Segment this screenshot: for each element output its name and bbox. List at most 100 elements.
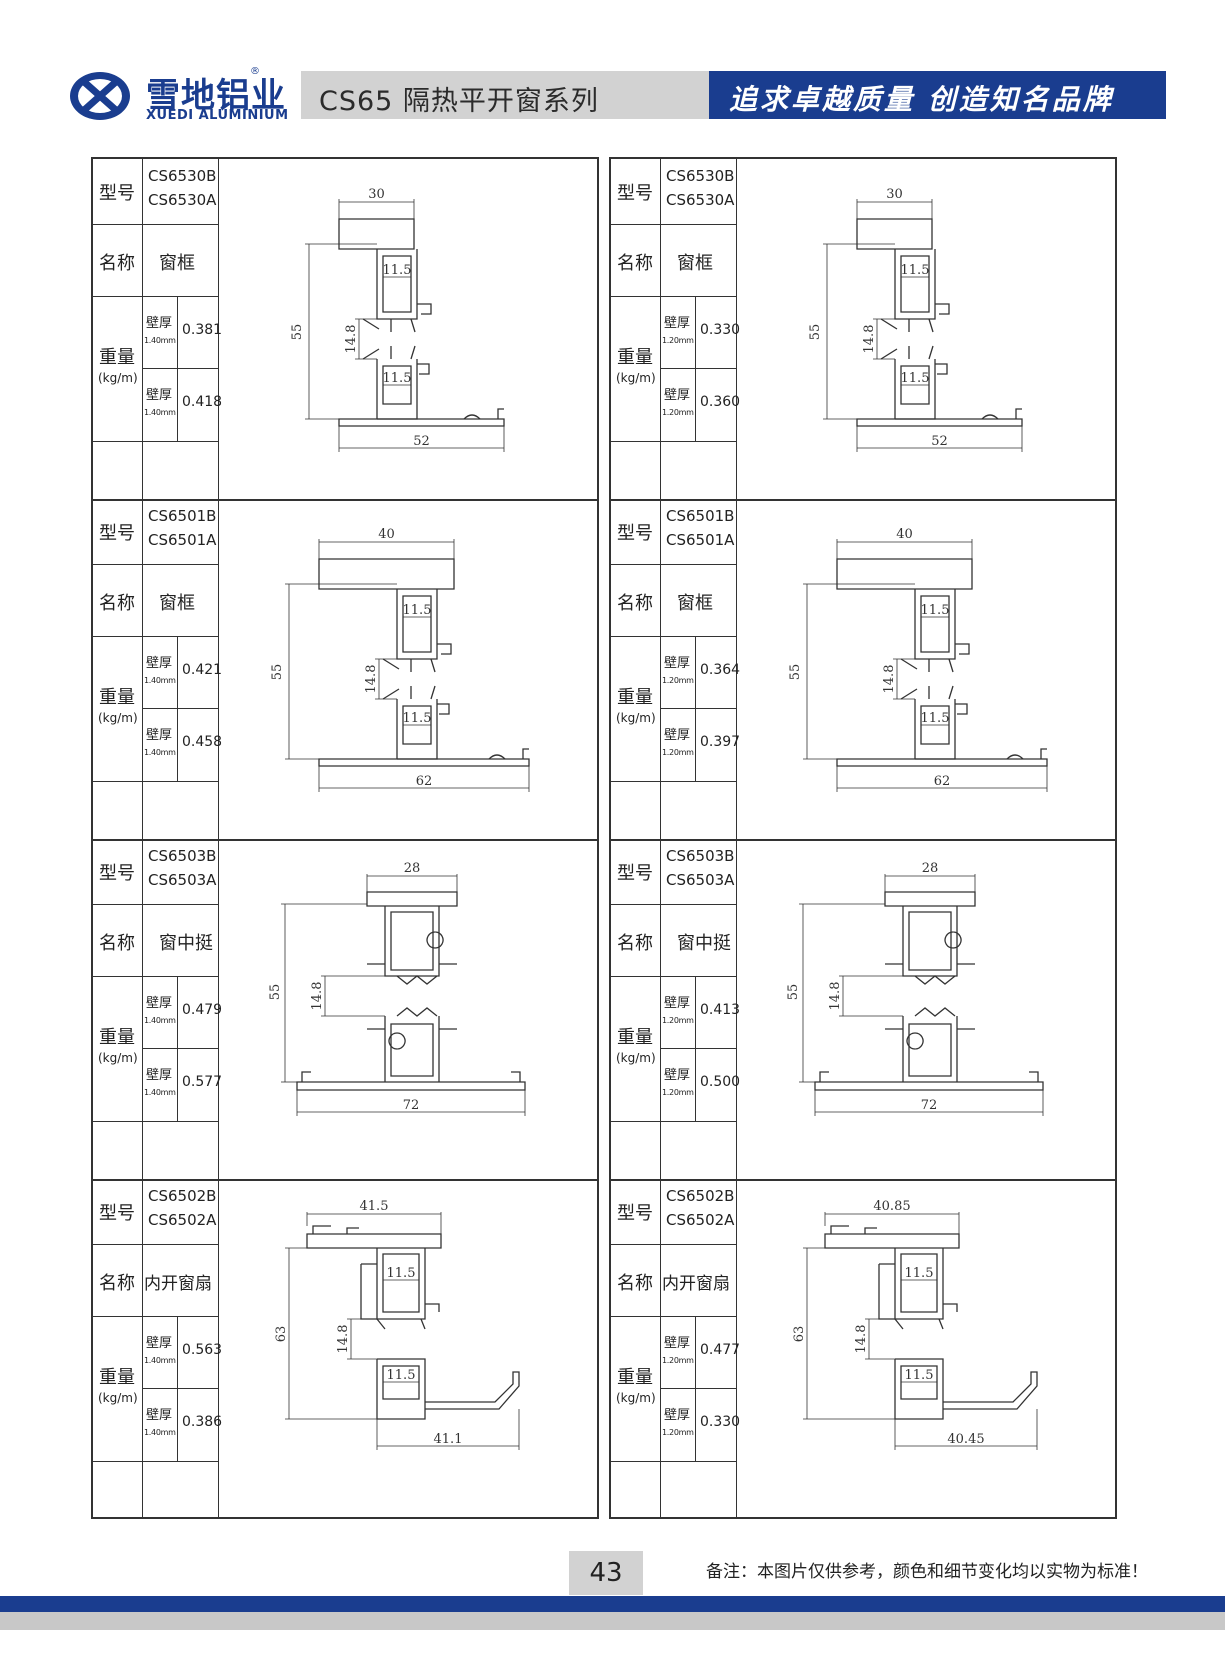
dim-top-label: 30: [886, 187, 903, 202]
wall-thickness-label: 壁厚: [664, 996, 691, 1011]
model-b: CS6501B: [148, 507, 217, 525]
profile-outline: [396, 589, 438, 660]
table-row-line: [611, 636, 737, 637]
table-row-line: [93, 1316, 219, 1317]
dim-height-label: 55: [786, 984, 801, 1001]
model-a: CS6503A: [666, 871, 735, 889]
wall-thickness-label: 壁厚: [664, 656, 691, 671]
profile-outline: [376, 249, 418, 320]
weight-unit: (kg/m): [98, 1051, 138, 1065]
weight-value: 0.479: [182, 1002, 223, 1018]
weight-value: 0.381: [182, 322, 223, 338]
table-row-line: [611, 1316, 737, 1317]
dim-chamber-top-label: 11.5: [901, 263, 930, 278]
dim-bottom-label: 52: [413, 434, 430, 449]
weight-unit: (kg/m): [98, 371, 138, 385]
profile-outline: [318, 758, 530, 767]
table-col-line: [177, 636, 178, 781]
dim-bottom-label: 72: [921, 1098, 938, 1113]
model-label: 型号: [617, 183, 653, 204]
row-divider: [609, 499, 1117, 501]
profile-outline: [880, 345, 948, 375]
weight-label: 重量: [617, 347, 653, 368]
model-label: 型号: [99, 523, 135, 544]
profile-outline: [390, 1023, 434, 1077]
model-a: CS6502A: [148, 1211, 217, 1229]
name-label: 名称: [99, 593, 135, 614]
table-row-line: [611, 1461, 737, 1462]
dim-height-label: 63: [274, 1326, 289, 1343]
dim-gap-label: 14.8: [336, 1325, 351, 1354]
footer-note: 备注：本图片仅供参考，颜色和细节变化均以实物为标准！: [706, 1562, 1148, 1582]
profile-outline: [301, 1071, 521, 1082]
profile-outline: [819, 1071, 1039, 1082]
profile-outline: [885, 1007, 975, 1030]
weight-value: 0.413: [700, 1002, 741, 1018]
weight-value: 0.418: [182, 394, 223, 410]
dim-top-label: 40.85: [873, 1199, 910, 1214]
dim-chamber-bottom-label: 11.5: [387, 1368, 416, 1383]
model-b: CS6502B: [666, 1187, 735, 1205]
profile-outline: [981, 408, 1022, 420]
model-b: CS6503B: [148, 847, 217, 865]
profile-outline: [376, 1358, 426, 1420]
wall-thickness-label: 壁厚: [146, 656, 173, 671]
profile-name: 窗框: [159, 593, 195, 614]
profile-outline: [367, 1007, 457, 1030]
dim-chamber-bottom-label: 11.5: [383, 371, 412, 386]
table-col-line: [695, 636, 696, 781]
dim-chamber-top-label: 11.5: [905, 1266, 934, 1281]
name-label: 名称: [617, 933, 653, 954]
weight-value: 0.364: [700, 662, 741, 678]
weight-label: 重量: [99, 1367, 135, 1388]
dim-gap-label: 14.8: [862, 325, 877, 354]
wall-thickness-label: 壁厚: [146, 1068, 173, 1083]
profile-outline: [830, 1225, 877, 1234]
wall-thickness-label: 壁厚: [664, 316, 691, 331]
dim-height-label: 63: [792, 1326, 807, 1343]
profile-outline: [906, 1032, 924, 1050]
profile-name: 窗框: [677, 593, 713, 614]
table-row-line: [611, 564, 737, 565]
name-label: 名称: [617, 253, 653, 274]
table-col-line: [177, 1316, 178, 1461]
table-row-line: [611, 224, 737, 225]
table-row-line: [611, 1121, 737, 1122]
wall-thickness-label: 壁厚: [664, 728, 691, 743]
profile-outline: [814, 1081, 1044, 1091]
dim-height-label: 55: [290, 324, 305, 341]
profile-outline: [908, 911, 952, 971]
dim-gap-label: 14.8: [364, 665, 379, 694]
dim-gap-label: 14.8: [344, 325, 359, 354]
weight-label: 重量: [617, 1027, 653, 1048]
weight-value: 0.500: [700, 1074, 741, 1090]
dim-top-label: 41.5: [360, 1199, 389, 1214]
table-col-line: [695, 976, 696, 1121]
profile-outline: [367, 963, 457, 985]
table-row-line: [142, 1048, 219, 1049]
dim-gap-label: 14.8: [310, 982, 325, 1011]
profile-outline: [402, 705, 432, 745]
model-a: CS6502A: [666, 1211, 735, 1229]
weight-value: 0.458: [182, 734, 223, 750]
dim-gap-label: 14.8: [828, 982, 843, 1011]
name-label: 名称: [99, 253, 135, 274]
table-col-line: [177, 296, 178, 441]
table-row-line: [142, 368, 219, 369]
profile-outline: [312, 1225, 359, 1234]
table-row-line: [93, 1244, 219, 1245]
profile-outline: [488, 748, 529, 760]
